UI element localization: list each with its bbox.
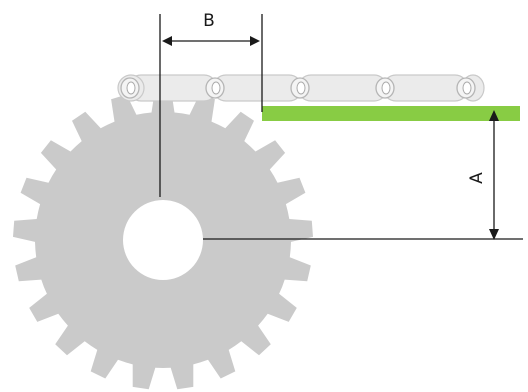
arrowheads bbox=[162, 36, 499, 240]
chain-pin bbox=[381, 81, 391, 95]
dimension-label-b: B bbox=[203, 11, 215, 31]
chain-pin bbox=[211, 81, 221, 95]
dimension-lines bbox=[159, 14, 523, 240]
arrow-up-icon bbox=[489, 110, 499, 121]
arrow-right-icon bbox=[250, 36, 260, 46]
arrow-left-icon bbox=[162, 36, 172, 46]
sprocket-teeth bbox=[13, 90, 313, 390]
arrow-down-icon bbox=[489, 229, 499, 240]
chain-pin bbox=[126, 81, 136, 95]
chain-link-plate bbox=[297, 74, 388, 102]
guide-rail bbox=[262, 106, 520, 121]
chain-link-plate bbox=[382, 74, 469, 102]
dimension-label-a: A bbox=[467, 172, 487, 184]
chain-link-plate bbox=[212, 74, 303, 102]
roller-chain bbox=[117, 74, 485, 102]
sprocket bbox=[13, 90, 313, 390]
chain-pin bbox=[296, 81, 306, 95]
chain-pin bbox=[462, 81, 472, 95]
